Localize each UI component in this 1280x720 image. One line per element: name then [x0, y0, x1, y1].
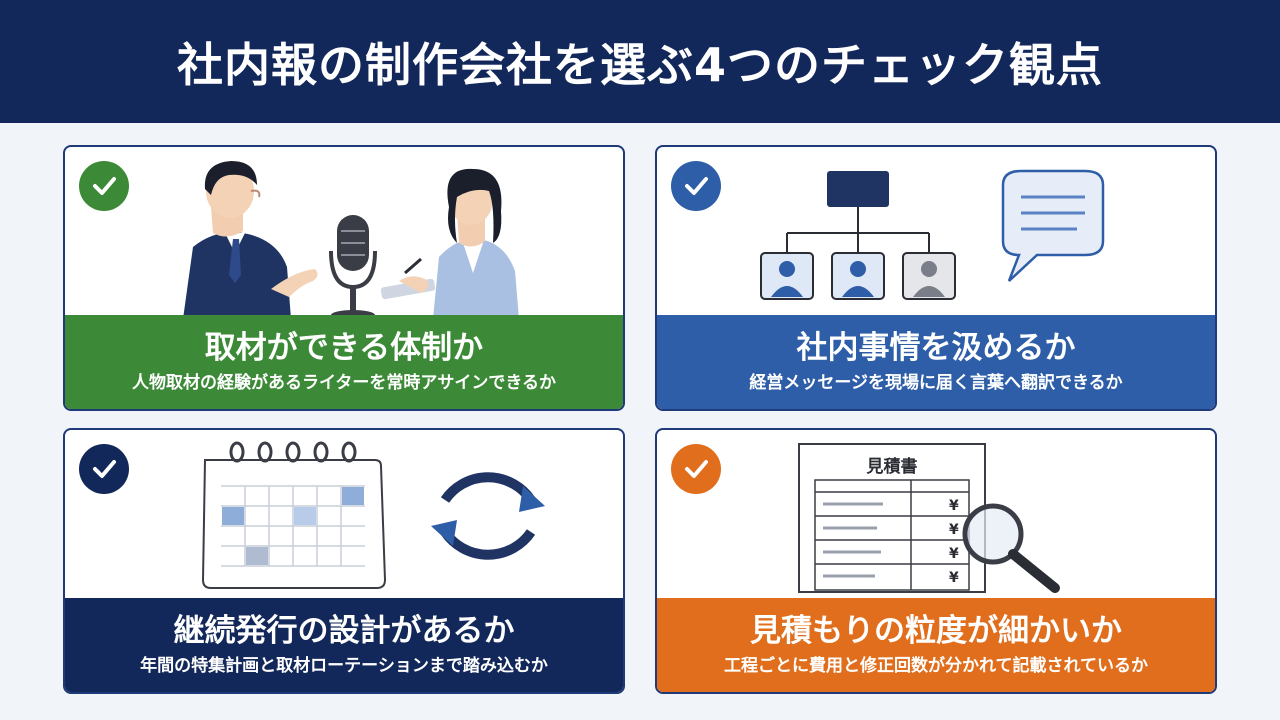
check-icon: [671, 444, 721, 494]
currency-mark: ¥: [949, 498, 959, 514]
estimate-document-icon: 見積書 ¥ ¥ ¥ ¥: [798, 443, 986, 593]
currency-mark: ¥: [949, 522, 959, 538]
estimate-illustration: 見積書 ¥ ¥ ¥ ¥: [657, 430, 1215, 602]
speech-bubble-icon: [1001, 169, 1105, 282]
checkpoint-card-interview: 取材ができる体制か 人物取材の経験があるライターを常時アサインできるか: [63, 145, 625, 411]
card-caption-band: 社内事情を汲めるか 経営メッセージを現場に届く言葉へ翻訳できるか: [657, 315, 1215, 409]
page-title: 社内報の制作会社を選ぶ4つのチェック観点: [176, 37, 1103, 92]
refresh-cycle-icon: [440, 472, 536, 560]
check-icon: [671, 161, 721, 211]
checkpoint-card-continuous-publishing: 継続発行の設計があるか 年間の特集計画と取材ローテーションまで踏み込むか: [63, 428, 625, 694]
card-title: 継続発行の設計があるか: [173, 613, 515, 649]
calendar-icon: [201, 441, 387, 589]
check-icon: [79, 161, 129, 211]
card-caption-band: 継続発行の設計があるか 年間の特集計画と取材ローテーションまで踏み込むか: [65, 598, 623, 692]
microphone-icon: [329, 215, 377, 320]
magnifier-icon: [962, 503, 1060, 593]
estimate-doc-title: 見積書: [866, 456, 918, 477]
checkpoint-card-internal-context: 社内事情を汲めるか 経営メッセージを現場に届く言葉へ翻訳できるか: [655, 145, 1217, 411]
currency-mark: ¥: [949, 546, 959, 562]
card-title: 取材ができる体制か: [204, 330, 484, 366]
check-icon: [79, 444, 129, 494]
card-title: 見積もりの粒度が細かいか: [750, 613, 1122, 649]
interviewer-figure: [183, 161, 318, 319]
header-banner: 社内報の制作会社を選ぶ4つのチェック観点: [0, 0, 1280, 123]
card-caption-band: 見積もりの粒度が細かいか 工程ごとに費用と修正回数が分かれて記載されているか: [657, 598, 1215, 692]
org-chart-illustration: [657, 147, 1215, 319]
calendar-cycle-illustration: [65, 430, 623, 602]
card-subtitle: 人物取材の経験があるライターを常時アサインできるか: [132, 373, 556, 393]
checkpoint-card-estimate-detail: 見積書 ¥ ¥ ¥ ¥: [655, 428, 1217, 694]
interview-illustration: [65, 147, 623, 320]
card-caption-band: 取材ができる体制か 人物取材の経験があるライターを常時アサインできるか: [65, 315, 623, 409]
person-icon: [902, 252, 956, 300]
card-subtitle: 年間の特集計画と取材ローテーションまで踏み込むか: [140, 656, 548, 676]
card-subtitle: 工程ごとに費用と修正回数が分かれて記載されているか: [724, 656, 1148, 676]
person-icon: [760, 252, 814, 300]
card-subtitle: 経営メッセージを現場に届く言葉へ翻訳できるか: [749, 373, 1123, 393]
currency-mark: ¥: [949, 570, 959, 586]
card-title: 社内事情を汲めるか: [796, 330, 1076, 366]
writer-figure: [380, 168, 519, 319]
person-icon: [831, 252, 885, 300]
